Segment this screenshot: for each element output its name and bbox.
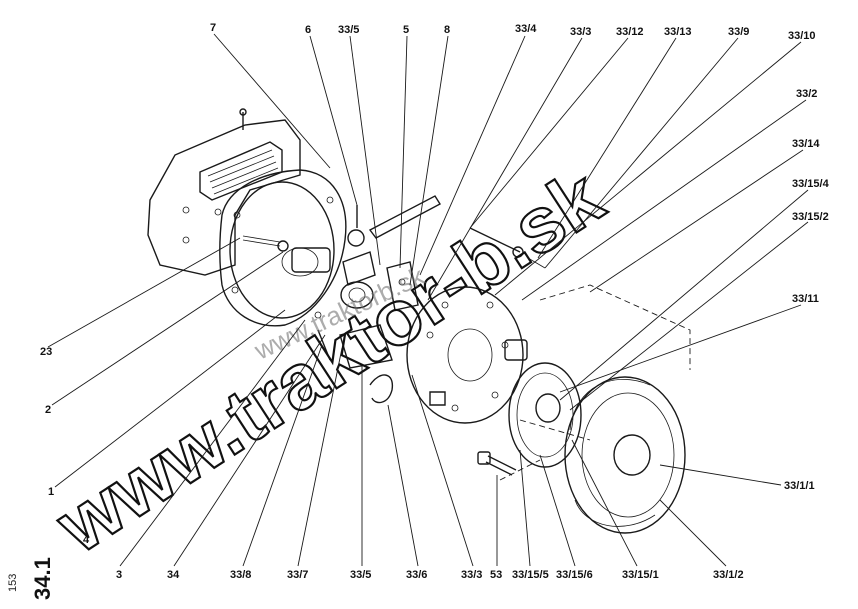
callout-33-13: 33/13 [664,26,692,38]
callout-labels: 7 6 33/5 5 8 33/4 33/3 33/12 33/13 33/9 … [40,22,830,581]
callout-33-3-bottom: 33/3 [461,569,482,581]
callout-33-2: 33/2 [796,88,817,100]
callout-1: 1 [48,486,54,498]
callout-33-5-bottom: 33/5 [350,569,371,581]
shaft [368,195,441,239]
callout-3: 3 [116,569,122,581]
callout-5: 5 [403,24,409,36]
callout-33-15-4: 33/15/4 [792,178,830,190]
callout-33-4: 33/4 [515,23,537,35]
gearbox-housing [147,108,301,276]
callout-6: 6 [305,24,311,36]
callout-33-5-top: 33/5 [338,24,359,36]
callout-33-3-top: 33/3 [570,26,591,38]
callout-33-1-2: 33/1/2 [713,569,744,581]
callout-33-15-5: 33/15/5 [512,569,549,581]
callout-4: 4 [83,534,90,546]
bolt [477,451,517,476]
callout-33-12: 33/12 [616,26,644,38]
callout-33-8: 33/8 [230,569,251,581]
callout-33-14: 33/14 [792,138,820,150]
spring-bolt [469,227,546,269]
callout-33-11: 33/11 [792,293,819,305]
callout-33-6: 33/6 [406,569,427,581]
callout-33-15-2: 33/15/2 [792,211,829,223]
callout-33-7: 33/7 [287,569,308,581]
callout-33-15-1: 33/15/1 [622,569,659,581]
callout-33-15-6: 33/15/6 [556,569,593,581]
callout-2: 2 [45,404,51,416]
release-plate [317,261,419,404]
callout-33-10: 33/10 [788,30,816,42]
bell-housing [219,169,347,327]
leader-lines [47,33,809,567]
callout-8: 8 [444,24,450,36]
callout-33-9: 33/9 [728,26,749,38]
watermark-text: www.traktor-b.sk [40,152,618,570]
pressure-plate [406,286,528,424]
watermark: www.traktor-b.sk www.traktorb.sk [39,151,619,571]
page-number: 153 [7,574,19,592]
callout-23: 23 [40,346,52,358]
callout-7: 7 [210,22,216,34]
flywheel [564,376,686,534]
callout-34: 34 [167,569,180,581]
assembly-lines [499,284,691,481]
section-number: 34.1 [30,557,55,600]
callout-53: 53 [490,569,502,581]
release-bearing [340,205,376,309]
callout-33-1-1: 33/1/1 [784,480,815,492]
